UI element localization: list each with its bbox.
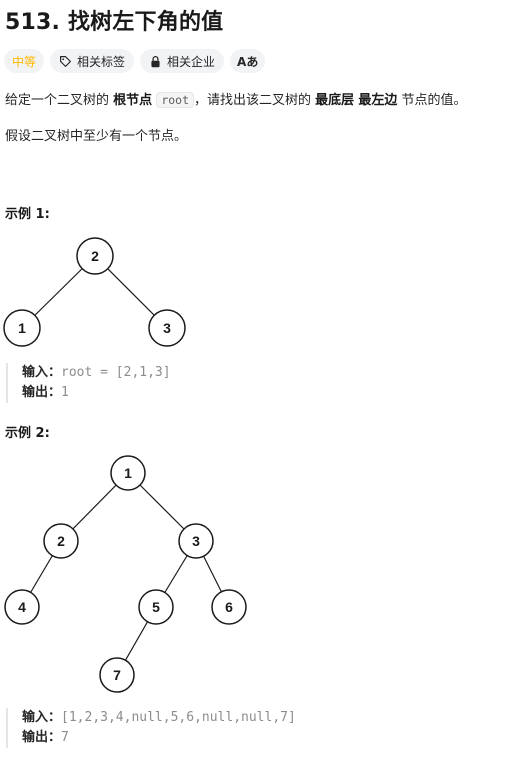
desc-text: 给定一个二叉树的 (5, 93, 110, 108)
tag-bar: 中等 相关标签 相关企业 Aあ (4, 49, 266, 73)
svg-text:7: 7 (113, 667, 121, 683)
output-value: 1 (61, 385, 69, 400)
desc-bold-bottom-level: 最底层 (315, 93, 355, 108)
description-paragraph-1: 给定一个二叉树的 根节点 root，请找出该二叉树的 最底层 最左边 节点的值。 (5, 90, 467, 111)
example-2-title: 示例 2: (5, 426, 50, 441)
desc-bold-leftmost: 最左边 (358, 93, 398, 108)
svg-text:4: 4 (18, 599, 26, 615)
svg-text:2: 2 (57, 533, 65, 549)
tree-node: 6 (211, 589, 247, 625)
desc-bold-root-node: 根节点 (113, 93, 153, 108)
tree-node: 2 (76, 237, 114, 275)
example-2-input-row: 输入： [1,2,3,4,null,5,6,null,null,7] (22, 708, 296, 728)
svg-text:5: 5 (152, 599, 160, 615)
svg-text:1: 1 (124, 465, 132, 481)
translate-button[interactable]: Aあ (230, 49, 266, 73)
desc-text: ，请找出该二叉树的 (194, 93, 312, 108)
tree-node: 2 (43, 523, 79, 559)
svg-text:3: 3 (163, 320, 171, 336)
svg-text:1: 1 (18, 320, 26, 336)
tag-icon (60, 55, 71, 67)
input-label: 输入： (22, 710, 62, 725)
description-paragraph-2: 假设二叉树中至少有一个节点。 (5, 129, 188, 144)
related-companies-label: 相关企业 (167, 54, 216, 69)
example-2-tree-diagram: 1 2 3 4 5 6 7 (4, 455, 247, 693)
example-1-title: 示例 1: (5, 207, 50, 222)
translate-icon: Aあ (237, 54, 259, 69)
tree-node: 3 (178, 523, 214, 559)
output-value: 7 (61, 730, 69, 745)
tree-node: 4 (4, 589, 40, 625)
tree-node: 7 (99, 657, 135, 693)
lock-icon (151, 55, 160, 67)
tree-node: 1 (110, 455, 146, 491)
related-tags-label: 相关标签 (77, 54, 126, 69)
output-label: 输出： (22, 730, 62, 745)
svg-text:2: 2 (91, 248, 99, 264)
input-value: root = [2,1,3] (61, 365, 171, 380)
tree-node: 3 (148, 309, 186, 347)
desc-text: 节点的值。 (401, 93, 467, 108)
output-label: 输出： (22, 385, 62, 400)
svg-text:3: 3 (192, 533, 200, 549)
example-1-input-row: 输入： root = [2,1,3] (22, 363, 171, 383)
svg-text:6: 6 (225, 599, 233, 615)
input-label: 输入： (22, 365, 62, 380)
tree-node: 5 (138, 589, 174, 625)
example-1-tree-diagram: 2 1 3 (3, 237, 186, 347)
difficulty-badge: 中等 (4, 49, 45, 73)
desc-inline-code: root (156, 92, 195, 108)
example-2-io-block: 输入： [1,2,3,4,null,5,6,null,null,7] 输出： 7 (6, 708, 296, 748)
tree-node: 1 (3, 309, 41, 347)
related-companies-button[interactable]: 相关企业 (140, 49, 225, 73)
related-tags-button[interactable]: 相关标签 (50, 49, 135, 73)
input-value: [1,2,3,4,null,5,6,null,null,7] (61, 710, 296, 725)
example-1-io-block: 输入： root = [2,1,3] 输出： 1 (6, 363, 171, 403)
example-2-output-row: 输出： 7 (22, 728, 296, 748)
problem-title: 513. 找树左下角的值 (5, 10, 224, 35)
example-1-output-row: 输出： 1 (22, 383, 171, 403)
